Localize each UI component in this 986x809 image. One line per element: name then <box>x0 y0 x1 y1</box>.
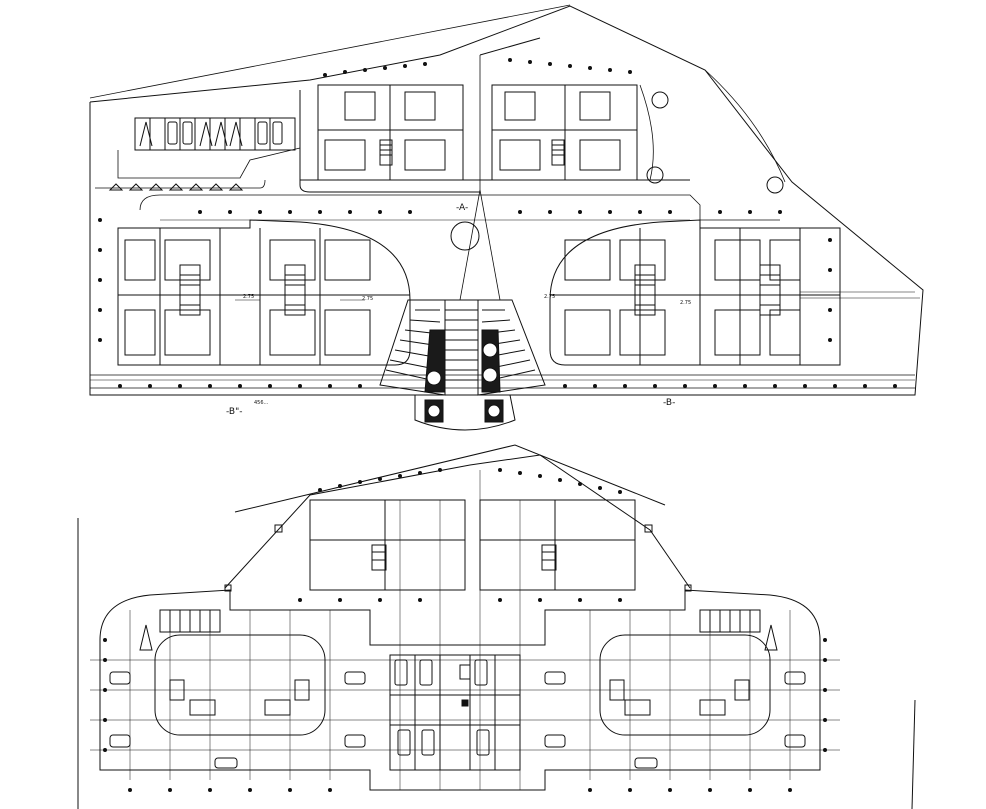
svg-text:2.75: 2.75 <box>680 300 691 306</box>
tree-row-left <box>108 183 244 191</box>
svg-text:2.75: 2.75 <box>362 296 373 302</box>
lower-floor-plan <box>77 444 916 809</box>
lower-top-block <box>309 499 636 591</box>
svg-text:2.75: 2.75 <box>243 294 254 300</box>
dimension-note: 456... <box>254 400 269 406</box>
right-wing-block: 2.75 2.75 <box>544 219 841 366</box>
parking-row-top <box>134 117 296 151</box>
top-building-block <box>299 84 690 193</box>
central-parking <box>389 654 521 771</box>
upper-floor-plan: 2.75 2.75 <box>89 4 924 431</box>
lower-right-cores <box>544 609 806 769</box>
left-wing-block: 2.75 2.75 <box>117 219 411 366</box>
site-boundary-upper <box>89 5 924 396</box>
svg-text:2.75: 2.75 <box>544 294 555 300</box>
section-label-a: -A- <box>456 203 468 213</box>
column-markers-upper <box>98 58 897 388</box>
section-label-b-left: -B"- <box>226 407 243 417</box>
central-fountain <box>450 221 480 251</box>
central-stairway <box>379 299 546 431</box>
section-label-b-right: -B- <box>663 398 675 408</box>
column-markers-lower <box>103 468 827 792</box>
lower-left-cores <box>109 609 366 769</box>
